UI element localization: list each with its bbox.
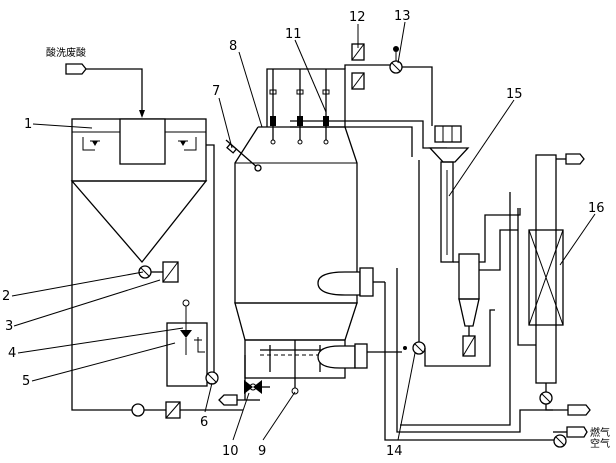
callout-8: 8 <box>229 39 237 54</box>
inlet-arrow-icon <box>65 63 87 75</box>
product-arrow-icon <box>567 404 591 416</box>
callout-16: 16 <box>588 201 605 216</box>
absorption-tower <box>517 153 591 416</box>
exhaust-arrow-icon <box>565 153 585 165</box>
callout-11: 11 <box>285 27 302 42</box>
top-valve-group <box>344 43 433 126</box>
roaster-reactor <box>234 68 358 379</box>
agitator-motor-icon <box>182 299 190 307</box>
callout-6: 6 <box>200 415 208 430</box>
pump-bottom-icon <box>131 403 145 417</box>
storage-tank <box>166 299 208 387</box>
callout-13: 13 <box>394 9 411 24</box>
callout-14: 14 <box>386 444 403 459</box>
sludge-pump-and-filter <box>138 261 179 283</box>
inlet-label: 酸洗废酸 <box>46 46 86 59</box>
upper-burner <box>317 267 385 297</box>
settling-tank <box>70 118 215 264</box>
callout-2: 2 <box>2 289 10 304</box>
callout-9: 9 <box>258 444 266 459</box>
callout-12: 12 <box>349 10 366 25</box>
air-label: 空气 <box>590 437 610 450</box>
leader-lines <box>11 21 596 441</box>
callout-7: 7 <box>212 84 220 99</box>
callout-15: 15 <box>506 87 523 102</box>
lower-burner-grate <box>260 340 385 395</box>
fuel-air-supply-lines: 燃气 空气 <box>384 160 610 450</box>
overhead-pipe <box>290 120 447 157</box>
fuel-gas-label: 燃气 <box>590 426 610 439</box>
callout-4: 4 <box>8 346 16 361</box>
cyclone-separator <box>428 125 521 357</box>
waste-acid-inlet: 酸洗废酸 <box>46 46 145 118</box>
fuel-gas-arrow-icon <box>566 426 588 438</box>
callout-3: 3 <box>5 319 13 334</box>
callout-1: 1 <box>24 117 32 132</box>
callout-5: 5 <box>22 374 30 389</box>
top-electrodes <box>269 69 330 145</box>
callout-numbers: 1 2 3 4 5 6 7 8 9 10 11 12 13 14 15 16 <box>2 9 605 459</box>
left-circulation-loop <box>71 181 243 419</box>
discharge-valve <box>218 355 270 406</box>
callout-10: 10 <box>222 444 239 459</box>
